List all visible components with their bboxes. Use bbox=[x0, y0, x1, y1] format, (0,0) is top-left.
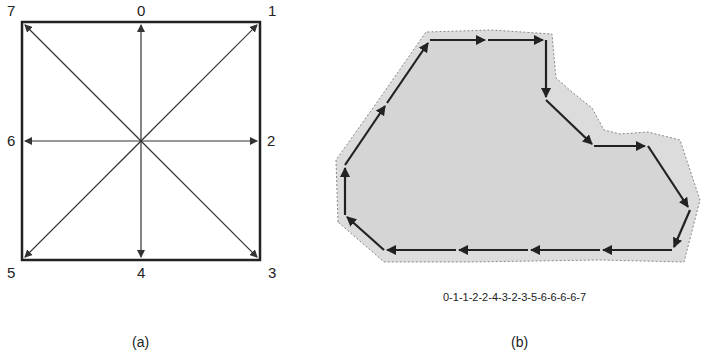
direction-arrows bbox=[25, 25, 257, 257]
region-fill bbox=[345, 40, 690, 250]
direction-number: 1 bbox=[268, 3, 276, 20]
direction-number: 7 bbox=[7, 3, 15, 20]
chain-code-arrows bbox=[345, 40, 690, 250]
chain-code-caption: 0-1-1-2-2-4-3-2-3-5-6-6-6-6-7 bbox=[443, 291, 586, 303]
object-region bbox=[336, 30, 700, 262]
direction-number: 3 bbox=[268, 265, 276, 282]
direction-number: 4 bbox=[137, 265, 145, 282]
direction-number: 5 bbox=[7, 265, 15, 282]
grid-square bbox=[22, 22, 260, 260]
panel-label: (b) bbox=[511, 335, 528, 350]
direction-number: 0 bbox=[137, 3, 145, 20]
direction-number: 2 bbox=[267, 133, 275, 150]
panel-label: (a) bbox=[132, 335, 149, 350]
direction-number: 6 bbox=[7, 133, 15, 150]
